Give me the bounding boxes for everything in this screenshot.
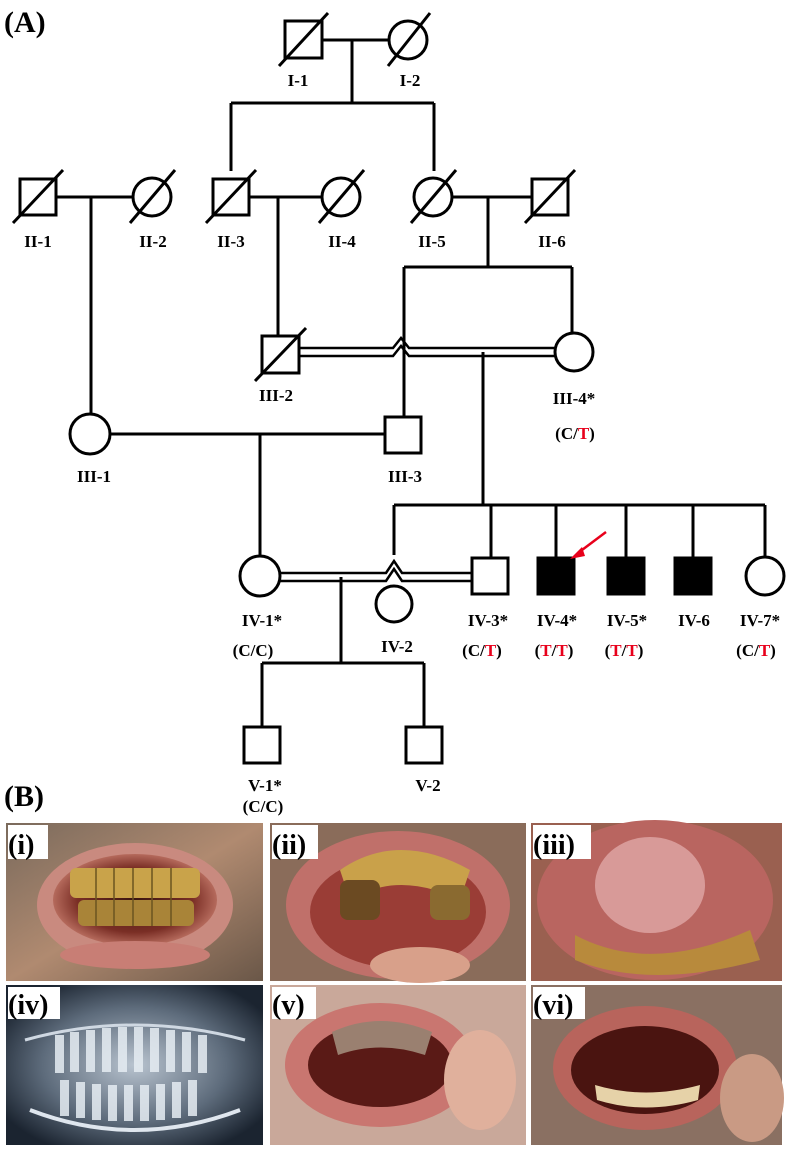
genotype-V1: (C/C): [243, 797, 284, 816]
allele: C: [468, 641, 480, 660]
label-II2: II-2: [139, 232, 166, 251]
symbol-V2: [404, 725, 444, 765]
genotype-III4: (C/T): [555, 424, 595, 443]
allele: T: [485, 641, 497, 660]
photo-grid: (i) (ii) (iii): [6, 820, 784, 1145]
symbol-III4: [553, 331, 595, 373]
panel-b-label: (B): [4, 780, 44, 813]
symbol-IV2: [374, 584, 414, 624]
allele: C: [265, 797, 277, 816]
symbol-III3: [383, 415, 423, 455]
label-IV5: IV-5*: [607, 611, 647, 630]
symbol-III1: [68, 412, 112, 456]
symbol-IV1: [238, 554, 282, 598]
label-II5: II-5: [418, 232, 445, 251]
label-II3: II-3: [217, 232, 244, 251]
label-I1: I-1: [288, 71, 309, 90]
label-IV1: IV-1*: [242, 611, 282, 630]
allele: T: [578, 424, 590, 443]
allele: C: [255, 641, 267, 660]
label-III4: III-4*: [553, 389, 596, 408]
symbol-IV4: [536, 556, 576, 596]
allele: T: [556, 641, 568, 660]
label-III2: III-2: [259, 386, 293, 405]
label-V2: V-2: [415, 776, 440, 795]
allele: T: [759, 641, 771, 660]
photo-v: (v): [270, 985, 526, 1145]
label-II6: II-6: [538, 232, 565, 251]
photo-iii: (iii): [531, 820, 782, 981]
photo-label-v: (v): [272, 990, 305, 1021]
label-IV2: IV-2: [381, 637, 413, 656]
symbol-IV7: [744, 555, 786, 597]
allele: T: [540, 641, 552, 660]
genotype-IV1: (C/C): [233, 641, 274, 660]
label-IV4: IV-4*: [537, 611, 577, 630]
photo-vi: (vi): [531, 985, 784, 1145]
allele: T: [610, 641, 622, 660]
proband-arrow: [570, 531, 607, 559]
photo-label-i: (i): [8, 830, 34, 861]
allele: C: [248, 797, 260, 816]
pedigree-lines: [56, 38, 767, 727]
label-IV3: IV-3*: [468, 611, 508, 630]
symbol-IV6: [673, 556, 713, 596]
allele: C: [238, 641, 250, 660]
photo-label-iv: (iv): [8, 990, 48, 1021]
genotype-IV3: (C/T): [462, 641, 502, 660]
label-III1: III-1: [77, 467, 111, 486]
genotype-labels: (C/T) (C/C) (C/T) (T/T) (T/T) (C/T) (C/C…: [233, 424, 776, 816]
label-II4: II-4: [328, 232, 356, 251]
allele: T: [626, 641, 638, 660]
photo-iv: (iv): [6, 985, 263, 1145]
allele: C: [742, 641, 754, 660]
photo-i: (i): [6, 823, 263, 981]
panel-a-label: (A): [4, 6, 46, 39]
photo-label-iii: (iii): [533, 830, 575, 861]
individual-labels: I-1 I-2 II-1 II-2 II-3 II-4 II-5 II-6 II…: [24, 71, 780, 795]
genotype-IV4: (T/T): [535, 641, 574, 660]
genotype-IV5: (T/T): [605, 641, 644, 660]
symbol-IV5: [606, 556, 646, 596]
label-IV7: IV-7*: [740, 611, 780, 630]
label-II1: II-1: [24, 232, 51, 251]
label-V1: V-1*: [248, 776, 282, 795]
label-III3: III-3: [388, 467, 422, 486]
photo-label-vi: (vi): [533, 990, 573, 1021]
symbol-V1: [242, 725, 282, 765]
genotype-IV7: (C/T): [736, 641, 776, 660]
photo-label-ii: (ii): [272, 830, 306, 861]
symbol-IV3: [470, 556, 510, 596]
label-IV6: IV-6: [678, 611, 710, 630]
photo-ii: (ii): [270, 823, 526, 983]
label-I2: I-2: [400, 71, 421, 90]
allele: C: [561, 424, 573, 443]
